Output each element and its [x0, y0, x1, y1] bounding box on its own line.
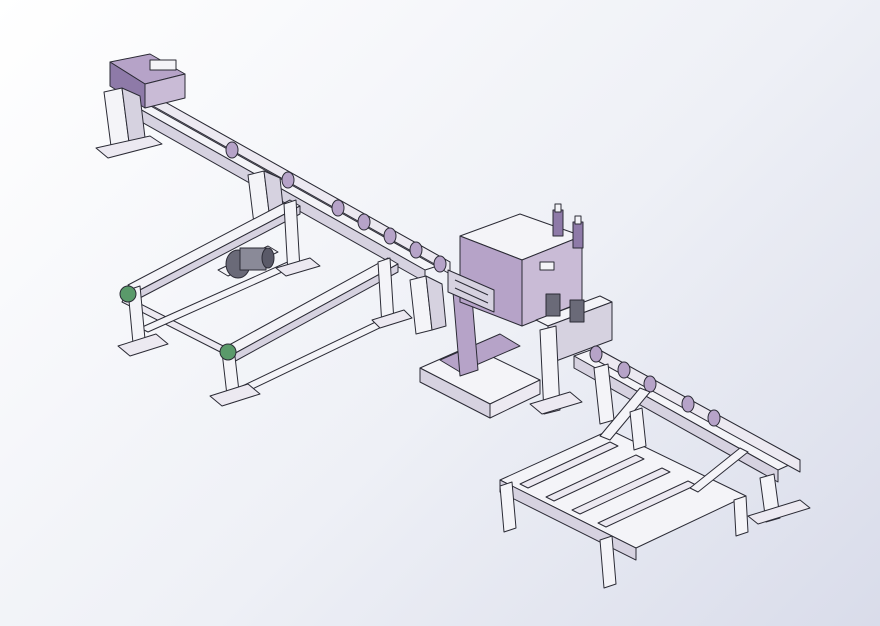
- outfeed-conveyor: [573, 345, 811, 525]
- outfeed-rollers: [589, 345, 721, 427]
- bearing-icon: [119, 285, 137, 303]
- rack-slats: [519, 441, 697, 528]
- saw-machine: [419, 203, 613, 419]
- bearing-icon: [219, 343, 237, 361]
- transfer-frame: [117, 199, 413, 407]
- drive-motor: [217, 245, 279, 279]
- roller-conveyor: [95, 53, 451, 335]
- conveyor-rollers: [225, 141, 447, 273]
- discharge-rack: [499, 387, 749, 589]
